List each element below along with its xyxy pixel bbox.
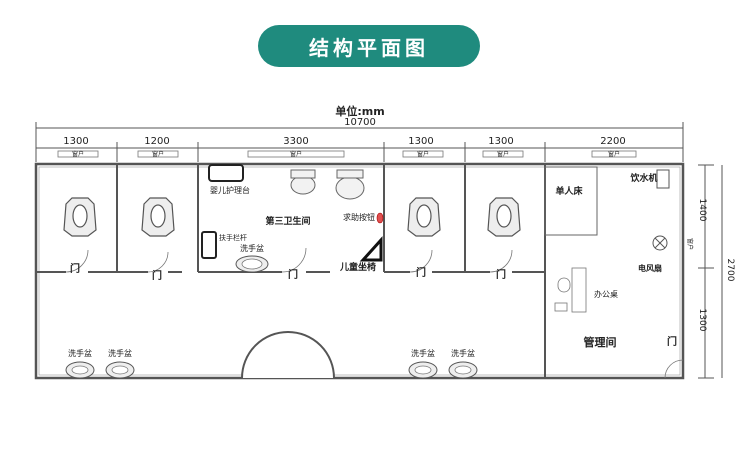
window-labels — [57, 150, 637, 158]
window-label-3: 窗户 — [290, 150, 302, 158]
segment-dim-2: 1200 — [144, 136, 169, 147]
squat-toilet-icons — [63, 197, 521, 237]
room-basin-label: 洗手盆 — [240, 243, 264, 253]
baby-station-label: 婴儿护理台 — [210, 185, 250, 195]
water-dispenser-icon — [656, 169, 670, 189]
basin-label-2: 洗手盆 — [108, 348, 132, 358]
water-dispenser-label: 饮水机 — [629, 172, 657, 184]
total-width: 10700 — [344, 117, 376, 128]
window-label-2: 窗户 — [152, 150, 164, 158]
door-swings — [65, 247, 684, 379]
handrail-icon — [201, 231, 217, 259]
management-label: 管理间 — [584, 335, 617, 349]
handrail-label: 扶手栏杆 — [219, 233, 247, 242]
fan-icon — [652, 235, 668, 251]
public-basins — [65, 361, 478, 379]
interior-walls — [36, 164, 546, 378]
basin-label-1: 洗手盆 — [68, 348, 92, 358]
segment-dim-1: 1300 — [63, 136, 88, 147]
desk-label: 办公桌 — [594, 289, 618, 299]
toilet-icons — [290, 169, 365, 200]
basin-label-4: 洗手盆 — [451, 348, 475, 358]
squat-toilet-icon — [63, 197, 97, 237]
right-dim-top: 1400 — [697, 199, 707, 222]
squat-toilet-icon — [407, 197, 441, 237]
right-window-label: 窗户 — [686, 238, 694, 250]
segment-dim-4: 1300 — [408, 136, 433, 147]
help-button-icon — [376, 212, 384, 224]
wash-basin-icon — [448, 361, 478, 379]
segment-dim-3: 3300 — [283, 136, 308, 147]
help-button-label: 求助按钮 — [343, 212, 375, 222]
round-entrance — [241, 331, 335, 379]
segment-dim-6: 2200 — [600, 136, 625, 147]
squat-toilet-icon — [487, 197, 521, 237]
single-bed-icon — [544, 166, 598, 236]
baby-station-icon — [208, 164, 244, 182]
door-label-3: 门 — [288, 268, 298, 281]
door-label-5: 门 — [496, 268, 506, 281]
wash-basin-icon — [105, 361, 135, 379]
door-label-2: 门 — [152, 269, 162, 282]
window-label-4: 窗户 — [417, 150, 429, 158]
third-restroom-label: 第三卫生间 — [265, 215, 310, 227]
window-label-5: 窗户 — [497, 150, 509, 158]
basin-label-3: 洗手盆 — [411, 348, 435, 358]
single-bed-label: 单人床 — [555, 185, 583, 197]
door-label-1: 门 — [70, 262, 80, 275]
wash-basin-icon — [235, 255, 269, 273]
child-seat-label: 儿童坐椅 — [339, 261, 376, 273]
right-dim-total: 2700 — [725, 259, 735, 282]
wash-basin-icon — [65, 361, 95, 379]
right-dim-bottom: 1300 — [697, 309, 707, 332]
wash-basin-icon — [408, 361, 438, 379]
dimension-lines — [35, 122, 723, 379]
child-seat-icon — [359, 236, 383, 262]
segment-dim-5: 1300 — [488, 136, 513, 147]
fan-label: 电风扇 — [638, 263, 662, 273]
desk-icon — [554, 267, 587, 313]
window-label-6: 窗户 — [608, 150, 620, 158]
unit-label: 单位:mm — [335, 104, 384, 118]
door-label-4: 门 — [416, 266, 426, 279]
door-label-6: 门 — [667, 335, 677, 348]
squat-toilet-icon — [141, 197, 175, 237]
window-label-1: 窗户 — [72, 150, 84, 158]
page-title: 结构平面图 — [258, 25, 480, 67]
